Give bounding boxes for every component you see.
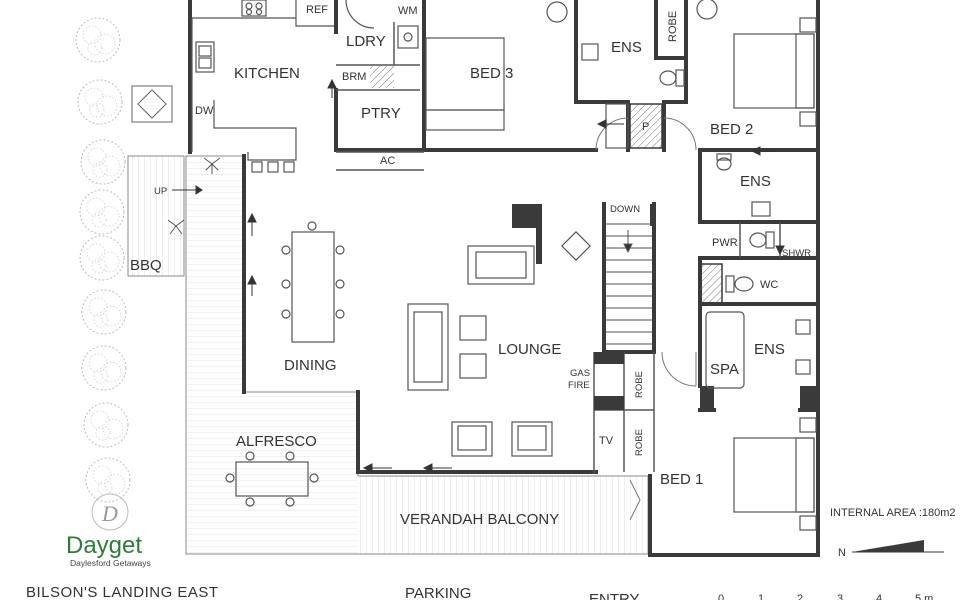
lounge-label: LOUNGE [498, 341, 561, 358]
bed1-label: BED 1 [660, 471, 703, 488]
logo-letter: D [101, 501, 118, 526]
down-label: DOWN [610, 204, 640, 215]
parking-label: PARKING [405, 585, 471, 600]
internal-area: INTERNAL AREA :180m2 [830, 507, 956, 519]
tv-label: TV [599, 435, 614, 447]
fixture-labels: REF WM BRM ROBE DW AC P UP DOWN PWR SHWR… [154, 4, 811, 456]
verandah-label: VERANDAH BALCONY [400, 511, 559, 528]
living-furniture [225, 221, 591, 507]
ptry-label: PTRY [361, 105, 401, 122]
spa-label: SPA [710, 361, 739, 378]
ldry-label: LDRY [346, 33, 386, 50]
wall-blocks [512, 204, 818, 410]
brand-tagline: Daylesford Getaways [70, 558, 151, 568]
scale-1: 1 [758, 593, 764, 600]
bed2-label: BED 2 [710, 121, 753, 138]
north-arrow: N [838, 540, 944, 559]
scale-bar: 0 1 2 3 4 5 m [718, 593, 933, 600]
walls [188, 0, 820, 557]
pwr-label: PWR [712, 237, 738, 249]
p-label: P [642, 121, 649, 133]
dw-label: DW [195, 105, 214, 117]
brand-name: Dayget [66, 532, 142, 559]
ref-label: REF [306, 4, 328, 16]
scale-3: 3 [837, 593, 843, 600]
bbq-label: BBQ [130, 257, 162, 274]
ens-top-label: ENS [611, 39, 642, 56]
brand-logo: D Dayget Daylesford Getaways [66, 493, 151, 568]
robe-a-label: ROBE [634, 371, 645, 398]
north-label: N [838, 547, 846, 559]
gas-label: GAS [570, 368, 590, 379]
doors [595, 117, 697, 521]
room-labels: KITCHEN LDRY PTRY BED 3 ENS BED 2 ENS DI… [130, 33, 785, 600]
robe-b-label: ROBE [634, 429, 645, 456]
wc-label: WC [760, 279, 778, 291]
alfresco-label: ALFRESCO [236, 433, 317, 450]
bedroom-fixtures [425, 0, 817, 531]
scale-5: 5 m [915, 593, 933, 600]
stairs [606, 223, 652, 345]
robe-top-label: ROBE [667, 11, 679, 42]
kitchen-label: KITCHEN [234, 65, 300, 82]
ceiling-fan-icon [167, 157, 221, 235]
bed3-label: BED 3 [470, 65, 513, 82]
kitchen-fixtures [191, 0, 419, 173]
entry-label: ENTRY [589, 591, 640, 600]
scale-0: 0 [718, 593, 724, 600]
ens-spa-label: ENS [754, 341, 785, 358]
shwr-label: SHWR [782, 248, 811, 259]
wm-label: WM [398, 5, 418, 17]
decking [127, 155, 649, 555]
dining-label: DINING [284, 357, 337, 374]
scale-4: 4 [876, 593, 882, 600]
up-label: UP [154, 186, 167, 197]
flow-arrows [172, 78, 785, 473]
trees [75, 17, 131, 503]
property-title: BILSON'S LANDING EAST [26, 584, 219, 600]
hatched-areas [131, 66, 723, 305]
ens-mid-label: ENS [740, 173, 771, 190]
scale-2: 2 [797, 593, 803, 600]
brm-label: BRM [342, 71, 366, 83]
fire-label: FIRE [568, 380, 590, 391]
ac-label: AC [380, 155, 395, 167]
